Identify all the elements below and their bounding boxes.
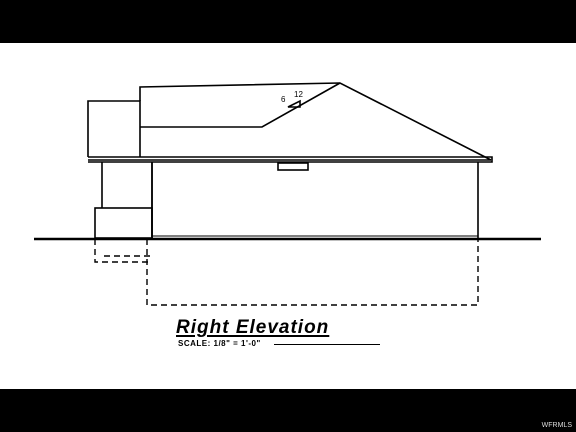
scale-underline xyxy=(274,344,380,345)
gable-vent xyxy=(277,162,309,171)
main-wall xyxy=(151,162,479,238)
eave-line xyxy=(88,156,493,163)
drawing-title: Right Elevation xyxy=(176,317,330,338)
porch-base xyxy=(94,207,153,239)
foundation-outline xyxy=(146,239,479,306)
scale-note: SCALE: 1/8" = 1'-0" xyxy=(178,339,261,348)
elevation-sheet: 6 12 Right Elevation SCALE: 1/8" = 1'-0" xyxy=(0,43,576,389)
roof-ridge-line xyxy=(140,82,341,128)
porch-footing xyxy=(94,239,150,263)
left-roof-block xyxy=(87,100,141,157)
porch-column xyxy=(101,162,153,238)
pitch-rise-label: 6 xyxy=(281,95,286,104)
pitch-run-label: 12 xyxy=(294,90,303,99)
pitch-symbol xyxy=(287,99,301,108)
upper-roof xyxy=(88,82,492,161)
elevation-drawing xyxy=(34,82,541,306)
watermark: WFRMLS xyxy=(541,422,572,429)
